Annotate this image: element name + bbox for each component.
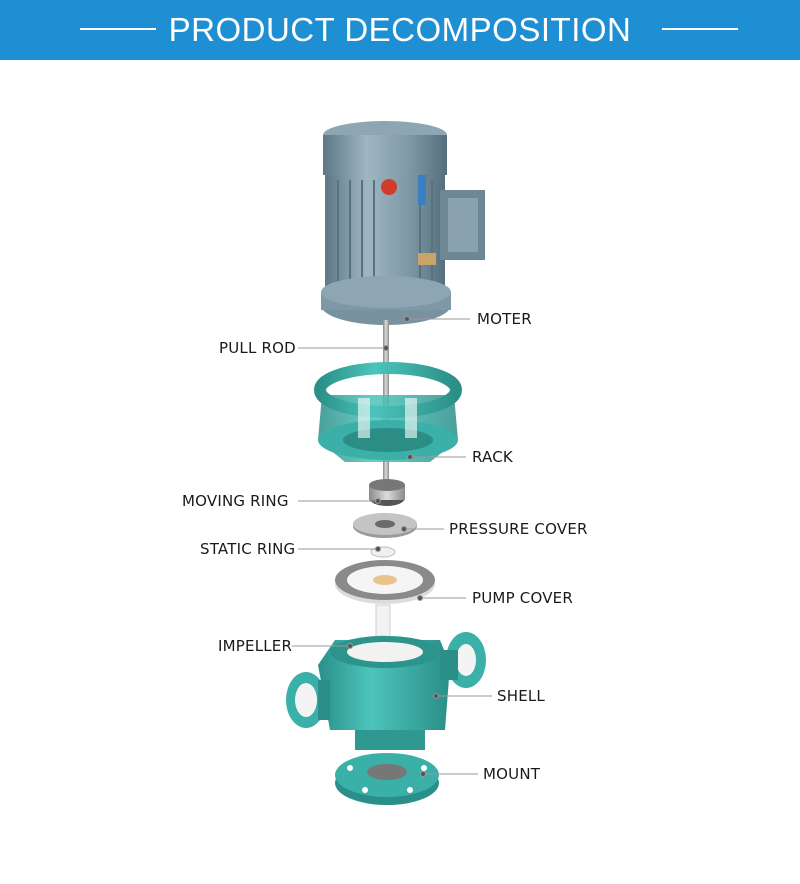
label-pressure-cover: PRESSURE COVER [449, 520, 588, 538]
label-moter: MOTER [477, 310, 532, 328]
header-divider-right [662, 28, 738, 30]
page-title: PRODUCT DECOMPOSITION [168, 11, 632, 48]
label-static-ring: STATIC RING [200, 540, 296, 558]
pump-cover [335, 560, 435, 604]
header-divider-left [80, 28, 156, 30]
pump-illustration [286, 121, 492, 805]
label-pump-cover: PUMP COVER [472, 589, 573, 607]
label-shell: SHELL [497, 687, 545, 705]
label-impeller: IMPELLER [218, 637, 293, 655]
leader-lines [292, 316, 492, 777]
label-moving-ring: MOVING RING [182, 492, 289, 510]
rack [314, 362, 462, 462]
exploded-pump-diagram: MOTER PULL ROD RACK MOVING RING PRESSURE… [0, 60, 800, 879]
shell [286, 632, 486, 750]
pressure-cover [353, 513, 417, 538]
label-rack: RACK [472, 448, 513, 466]
header-bar: PRODUCT DECOMPOSITION [0, 0, 800, 60]
label-mount: MOUNT [483, 765, 541, 783]
mount [335, 753, 439, 805]
label-pull-rod: PULL ROD [219, 339, 296, 357]
motor [321, 121, 485, 325]
moving-ring [369, 479, 405, 506]
